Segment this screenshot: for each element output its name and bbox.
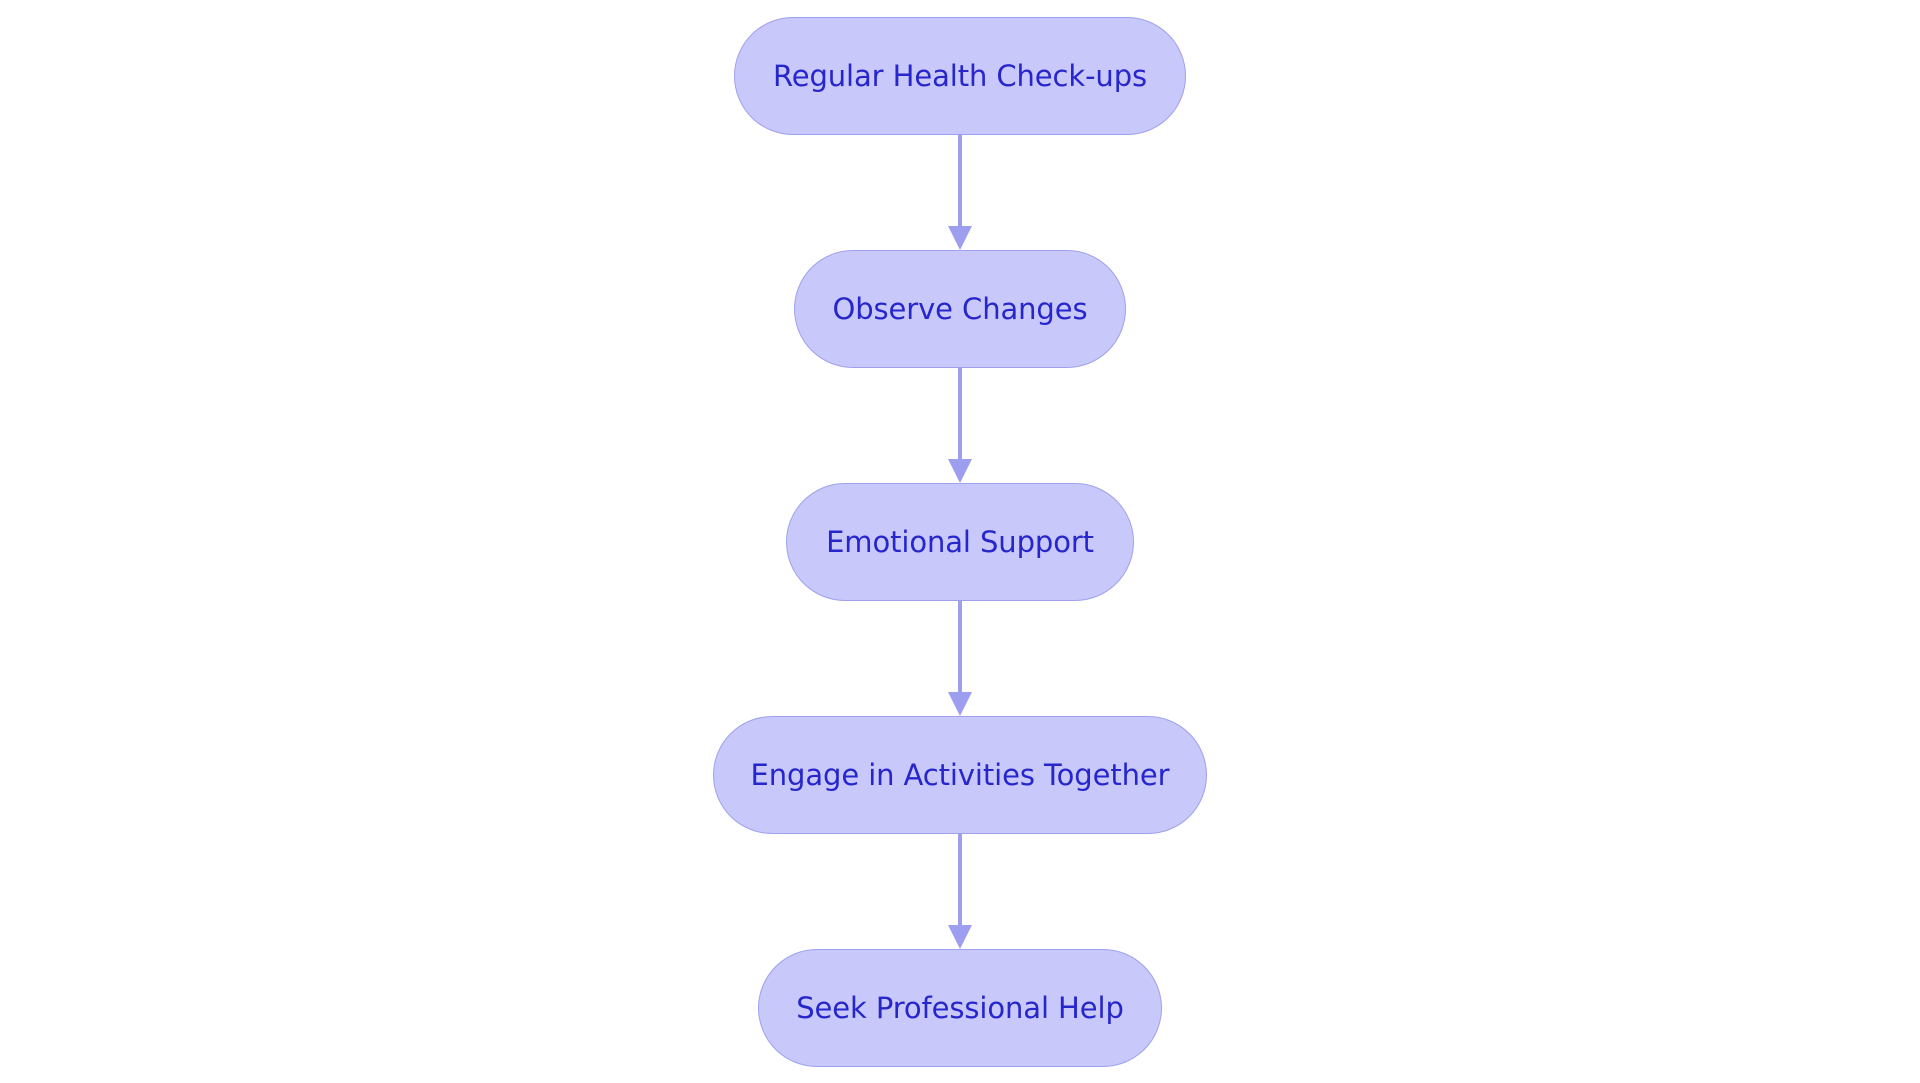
arrowhead-down-icon: [948, 226, 972, 250]
arrowhead-down-icon: [948, 459, 972, 483]
flow-node-label: Emotional Support: [826, 524, 1094, 559]
flow-node-label: Regular Health Check-ups: [772, 58, 1148, 93]
flow-edge-n3-n4: [940, 601, 980, 716]
flow-edge-n2-n3: [940, 368, 980, 483]
flow-node-seek-professional-help[interactable]: Seek Professional Help: [758, 949, 1162, 1067]
flow-node-label: Engage in Activities Together: [750, 757, 1170, 792]
flow-node-label: Observe Changes: [832, 291, 1088, 326]
flow-edge-n1-n2: [940, 135, 980, 250]
flow-node-regular-health-check-ups[interactable]: Regular Health Check-ups: [734, 17, 1186, 135]
arrowhead-down-icon: [948, 925, 972, 949]
flow-node-engage-in-activities-together[interactable]: Engage in Activities Together: [713, 716, 1207, 834]
flow-node-emotional-support[interactable]: Emotional Support: [786, 483, 1134, 601]
flow-node-label: Seek Professional Help: [796, 990, 1124, 1025]
arrowhead-down-icon: [948, 692, 972, 716]
flow-node-observe-changes[interactable]: Observe Changes: [794, 250, 1126, 368]
flow-edge-n4-n5: [940, 834, 980, 949]
